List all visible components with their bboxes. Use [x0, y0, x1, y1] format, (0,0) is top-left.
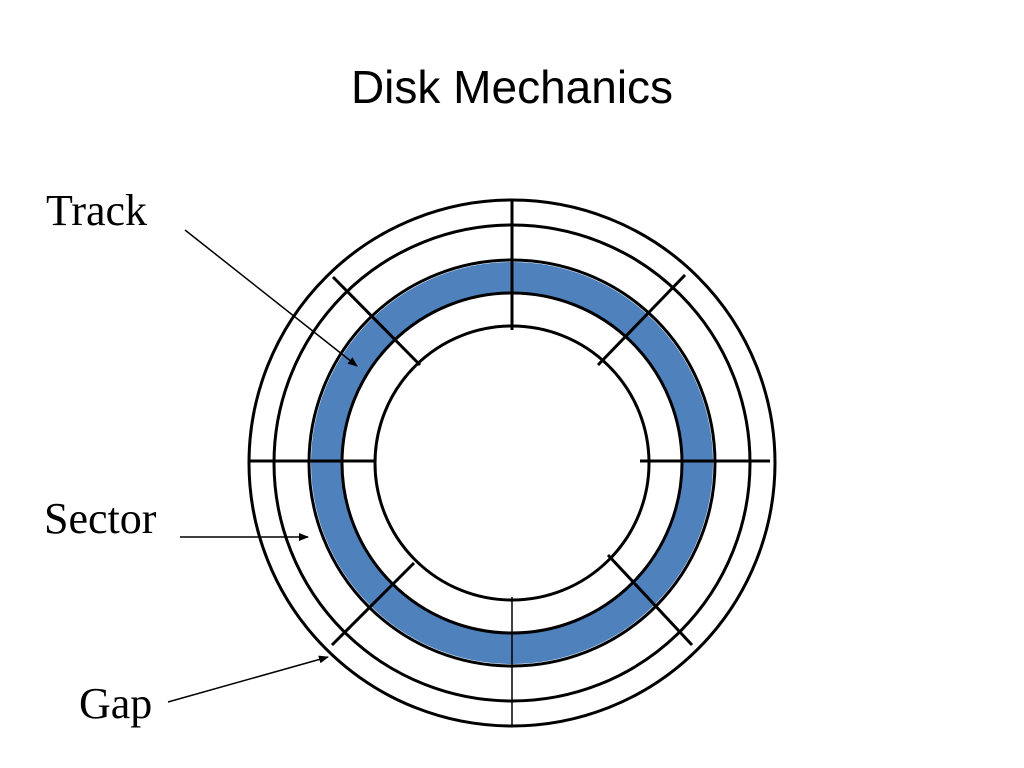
gap-pointer	[167, 655, 329, 703]
sector-divider-top-left	[331, 275, 422, 367]
sector-divider-bottom-right	[606, 553, 694, 647]
sector-divider-top-right	[596, 273, 687, 367]
track-pointer	[184, 229, 358, 367]
sector-divider-bottom-left	[330, 561, 416, 647]
inner-disk-edge	[373, 324, 651, 602]
slide-title: Disk Mechanics	[350, 61, 674, 113]
track-label: Track	[46, 186, 147, 235]
gap-label: Gap	[79, 679, 152, 728]
sector-label: Sector	[44, 494, 157, 543]
